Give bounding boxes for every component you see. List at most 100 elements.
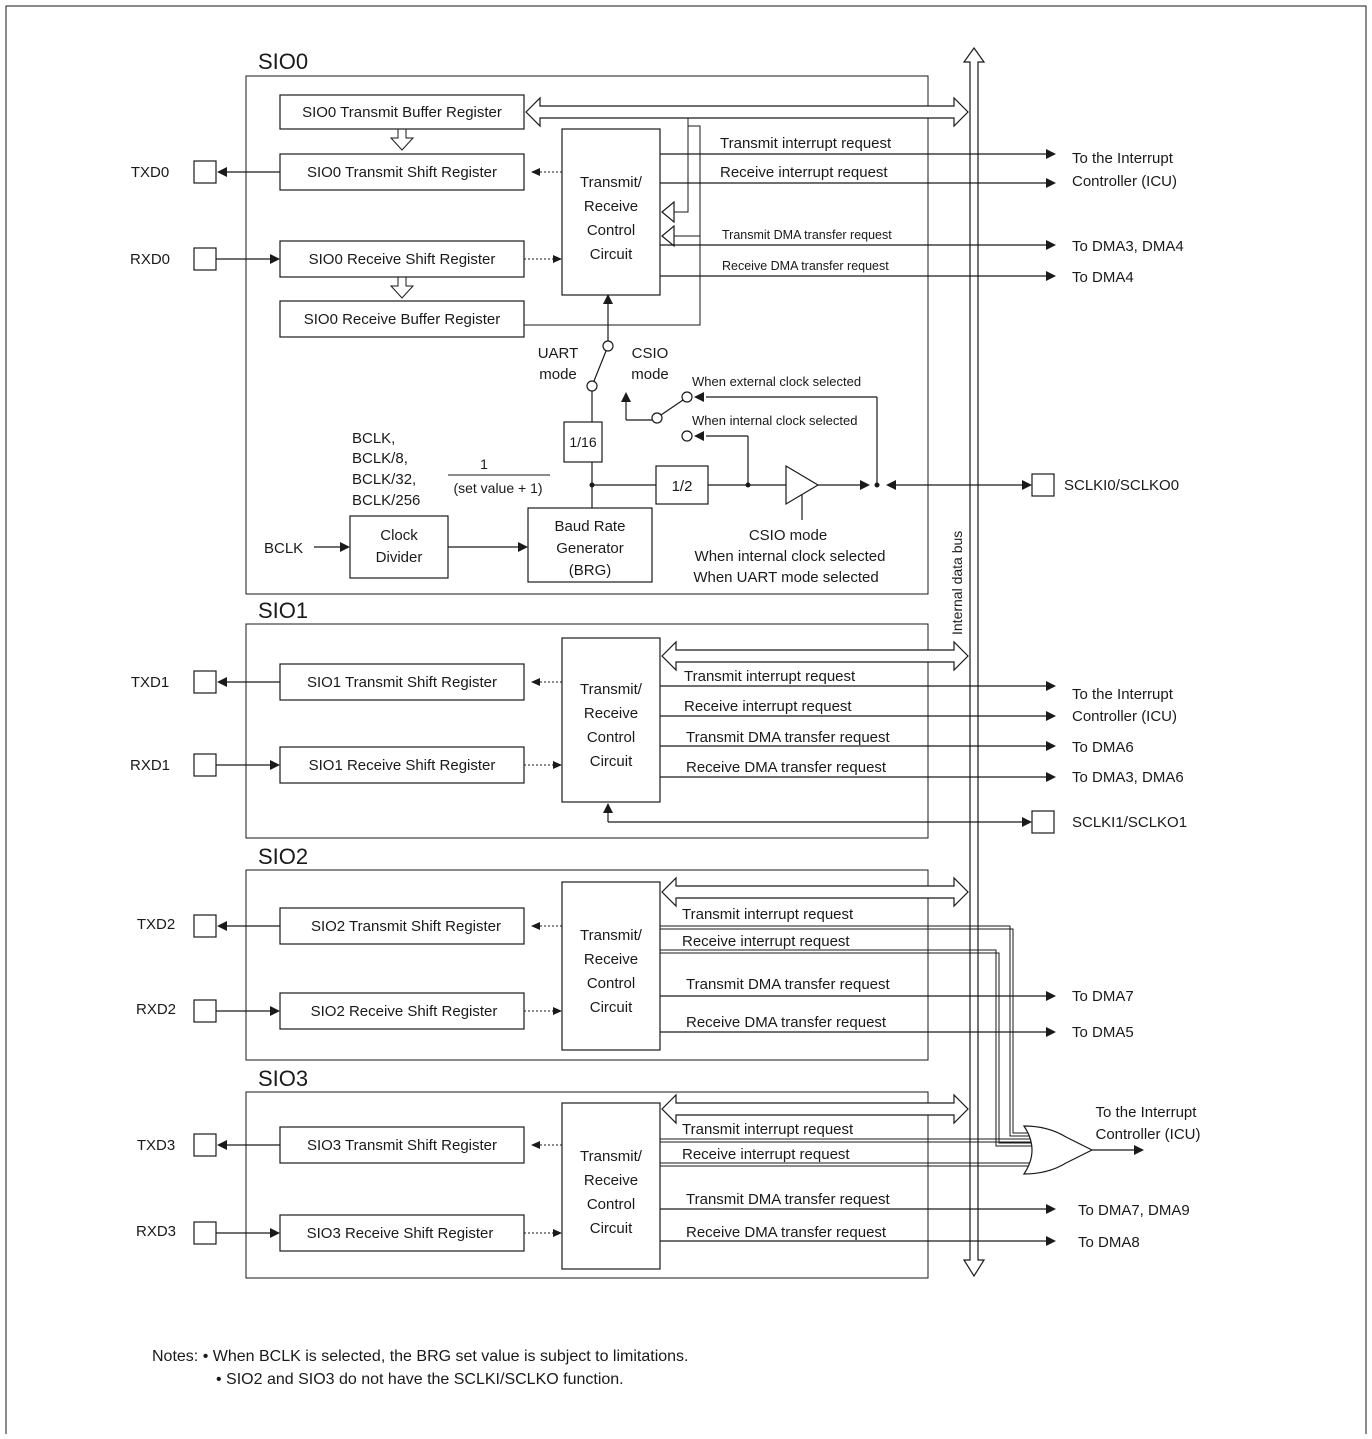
- pin-rxd2-label: RXD2: [136, 1001, 176, 1018]
- csio-mode-label-2: mode: [631, 366, 669, 383]
- sio1-ctrl-line-1: Transmit/: [580, 681, 643, 698]
- sio1-rx-shift-label: SIO1 Receive Shift Register: [309, 757, 496, 774]
- sio2-ctrl-line-1: Transmit/: [580, 927, 643, 944]
- clock-divider: [349, 515, 449, 579]
- formula-numerator: 1: [480, 456, 488, 472]
- pin-sclk0-label: SCLKI0/SCLKO0: [1064, 477, 1179, 494]
- sio3-sig-rx-dma: Receive DMA transfer request: [686, 1224, 887, 1241]
- sio1-block: SIO1 SIO1 Transmit Shift Register SIO1 R…: [130, 598, 1187, 839]
- sio2-tx-shift-register: [279, 907, 525, 945]
- sio2-tx-shift-label: SIO2 Transmit Shift Register: [311, 918, 501, 935]
- pin-txd3: [193, 1133, 217, 1157]
- sio3-sig-tx-int: Transmit interrupt request: [682, 1121, 854, 1138]
- sio3-rx-shift-label: SIO3 Receive Shift Register: [307, 1225, 494, 1242]
- clock-divider-label-2: Divider: [376, 549, 423, 566]
- sio2-dest-rx-dma: To DMA5: [1072, 1024, 1134, 1041]
- sio1-sig-rx-dma: Receive DMA transfer request: [686, 759, 887, 776]
- csio-mode-label-1: CSIO: [632, 345, 669, 362]
- sio2-rx-shift-register: [279, 992, 525, 1030]
- sio3-title: SIO3: [258, 1066, 308, 1091]
- baud-rate-generator: [527, 507, 653, 583]
- sio3-tx-shift-label: SIO3 Transmit Shift Register: [307, 1137, 497, 1154]
- csio-switch-ext: [681, 391, 693, 403]
- sio0-bus-link: [525, 96, 969, 128]
- pin-sclk1-label: SCLKI1/SCLKO1: [1072, 814, 1187, 831]
- sio1-dest-icu-1: To the Interrupt: [1072, 686, 1174, 703]
- sio1-ctrl-line-4: Circuit: [590, 753, 633, 770]
- sio3-sig-rx-int: Receive interrupt request: [682, 1146, 850, 1163]
- pin-rxd0: [193, 247, 217, 271]
- bclk-option-2: BCLK/8,: [352, 450, 408, 467]
- sio1-sig-rx-int: Receive interrupt request: [684, 698, 852, 715]
- sio3-bus-link: [661, 1093, 969, 1125]
- sio0-dest-tx-dma: To DMA3, DMA4: [1072, 238, 1184, 255]
- note-line-1: Notes: • When BCLK is selected, the BRG …: [152, 1348, 689, 1365]
- sio0-rx-buffer-register: [279, 300, 525, 338]
- bclk-option-1: BCLK,: [352, 430, 395, 447]
- sio0-sig-tx-dma: Transmit DMA transfer request: [722, 228, 892, 242]
- sio2-title: SIO2: [258, 844, 308, 869]
- sio2-bus-link: [661, 876, 969, 908]
- sio0-clock-buffer: [785, 464, 820, 506]
- sio2-ctrl-line-4: Circuit: [590, 999, 633, 1016]
- sio1-frame: [245, 623, 929, 839]
- sio0-div16-label: 1/16: [569, 434, 596, 450]
- bclk-option-4: BCLK/256: [352, 492, 420, 509]
- sio0-sig-rx-dma: Receive DMA transfer request: [722, 259, 889, 273]
- pin-rxd0-label: RXD0: [130, 251, 170, 268]
- sio3-block: SIO3 SIO3 Transmit Shift Register SIO3 R…: [136, 1066, 1190, 1279]
- sio3-dest-tx-dma: To DMA7, DMA9: [1078, 1202, 1190, 1219]
- sio0-div16: [563, 421, 603, 463]
- pin-rxd3-label: RXD3: [136, 1223, 176, 1240]
- sio0-ctrl-line-2: Receive: [584, 198, 638, 215]
- pin-txd2-label: TXD2: [137, 916, 175, 933]
- sio2-sig-tx-int: Transmit interrupt request: [682, 906, 854, 923]
- pin-txd0-label: TXD0: [131, 164, 169, 181]
- pin-txd0: [193, 160, 217, 184]
- pin-sclk0: [1031, 473, 1055, 497]
- bus-label: Internal data bus: [949, 531, 965, 635]
- sio0-dest-icu-2: Controller (ICU): [1072, 173, 1177, 190]
- pin-rxd1-label: RXD1: [130, 757, 170, 774]
- pin-rxd2: [193, 999, 217, 1023]
- buffer-note-2: When internal clock selected: [695, 548, 886, 565]
- sio1-ctrl-line-2: Receive: [584, 705, 638, 722]
- sio0-div2-label: 1/2: [672, 478, 693, 495]
- sio0-switch-uart: [586, 380, 598, 392]
- sio2-ctrl-line-2: Receive: [584, 951, 638, 968]
- sio3-sig-tx-dma: Transmit DMA transfer request: [686, 1191, 891, 1208]
- sio3-rx-shift-register: [279, 1214, 525, 1252]
- sio0-block: SIO0 SIO0 Transmit Buffer Register SIO0 …: [130, 49, 1184, 595]
- page-frame: [5, 5, 1367, 1434]
- sio1-tx-shift-label: SIO1 Transmit Shift Register: [307, 674, 497, 691]
- sio0-sig-tx-int: Transmit interrupt request: [720, 135, 892, 152]
- sio0-sig-rx-int: Receive interrupt request: [720, 164, 888, 181]
- sio3-ctrl-line-1: Transmit/: [580, 1148, 643, 1165]
- sio0-div2: [655, 465, 709, 505]
- clock-divider-label-1: Clock: [380, 527, 418, 544]
- sio2-sig-tx-dma: Transmit DMA transfer request: [686, 976, 891, 993]
- sio0-ctrl-line-3: Control: [587, 222, 635, 239]
- sio1-sig-tx-dma: Transmit DMA transfer request: [686, 729, 891, 746]
- sio1-bus-link: [661, 640, 969, 672]
- pin-txd1-label: TXD1: [131, 674, 169, 691]
- sio1-sig-tx-int: Transmit interrupt request: [684, 668, 856, 685]
- sio3-ctrl-line-4: Circuit: [590, 1220, 633, 1237]
- int-clock-label: When internal clock selected: [692, 413, 857, 428]
- sio0-tx-buffer-register: [279, 94, 525, 130]
- sio0-dest-icu-1: To the Interrupt: [1072, 150, 1174, 167]
- sio0-rx-buffer-label: SIO0 Receive Buffer Register: [304, 311, 500, 328]
- sio0-rx-shift-label: SIO0 Receive Shift Register: [309, 251, 496, 268]
- sio3-ctrl-line-2: Receive: [584, 1172, 638, 1189]
- sio2-sig-rx-dma: Receive DMA transfer request: [686, 1014, 887, 1031]
- sio0-frame: [245, 75, 929, 595]
- uart-mode-label-2: mode: [539, 366, 577, 383]
- sio1-tx-shift-register: [279, 663, 525, 701]
- sio0-tx-buffer-label: SIO0 Transmit Buffer Register: [302, 104, 502, 121]
- brg-label-1: Baud Rate: [555, 518, 626, 535]
- sio0-shift-to-buffer-arrow: [389, 277, 415, 299]
- sio1-dest-tx-dma: To DMA6: [1072, 739, 1134, 756]
- sio1-ctrl-line-3: Control: [587, 729, 635, 746]
